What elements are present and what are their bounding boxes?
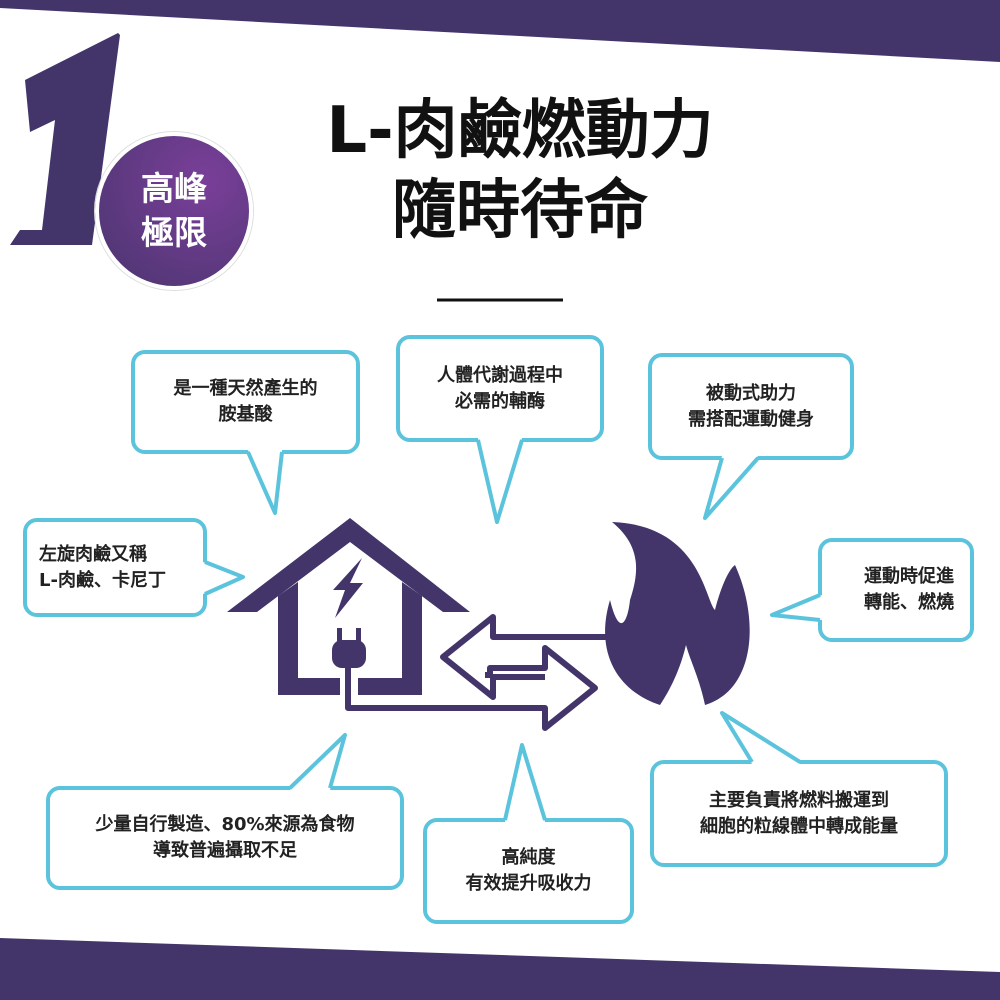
bubble-high-purity: 高純度有效提升吸收力 — [425, 820, 632, 922]
bubble-text: 有效提升吸收力 — [465, 873, 592, 894]
bubble-text: 胺基酸 — [218, 404, 273, 425]
peak-limit-badge: 高峰 極限 — [95, 132, 253, 290]
house-icon — [227, 518, 470, 695]
bubble-text: 是一種天然產生的 — [173, 378, 318, 399]
top-banner — [0, 0, 1000, 62]
badge-line1: 高峰 — [141, 169, 207, 208]
bubble-natural-amino-acid: 是一種天然產生的胺基酸 — [133, 352, 358, 452]
flame-icon — [605, 522, 750, 705]
bubble-text: 需搭配運動健身 — [688, 408, 814, 430]
bubble-insufficient-intake: 少量自行製造、80%來源為食物導致普遍攝取不足 — [48, 788, 402, 888]
bubble-text: 主要負責將燃料搬運到 — [709, 789, 889, 811]
bubble-text: 高純度 — [501, 847, 556, 868]
bubble-text: L-肉鹼、卡尼丁 — [39, 569, 166, 591]
bubble-mitochondria-transport: 主要負責將燃料搬運到細胞的粒線體中轉成能量 — [652, 762, 946, 865]
bubble-text: 運動時促進 — [864, 566, 954, 587]
bubble-text: 細胞的粒線體中轉成能量 — [700, 815, 898, 837]
bubble-also-called: 左旋肉鹼又稱 L-肉鹼、卡尼丁 — [25, 520, 205, 615]
plug-icon — [332, 640, 366, 668]
lightning-icon — [333, 558, 363, 618]
title-line2: 隨時待命 — [392, 174, 648, 248]
number-one-graphic — [10, 33, 120, 245]
bubble-text: 少量自行製造、80%來源為食物 — [95, 814, 355, 835]
bubble-text: 人體代謝過程中 — [437, 364, 563, 386]
bubble-text: 左旋肉鹼又稱 — [39, 543, 147, 565]
title-line1: L-肉鹼燃動力 — [326, 94, 714, 168]
exchange-arrows-icon — [345, 614, 610, 731]
bubble-text: 被動式助力 — [706, 382, 796, 404]
bubble-text: 必需的輔酶 — [455, 390, 545, 412]
bottom-banner — [0, 938, 1000, 1000]
bubble-text: 導致普遍攝取不足 — [153, 840, 297, 861]
badge-line2: 極限 — [141, 213, 207, 252]
bubble-text: 轉能、燃燒 — [864, 592, 954, 613]
bubble-coenzyme: 人體代謝過程中必需的輔酶 — [398, 337, 602, 440]
bubble-passive-aid: 被動式助力需搭配運動健身 — [650, 355, 852, 458]
bubble-exercise-burn: 運動時促進轉能、燃燒 — [820, 540, 972, 640]
bubble-outlines — [23, 335, 974, 924]
